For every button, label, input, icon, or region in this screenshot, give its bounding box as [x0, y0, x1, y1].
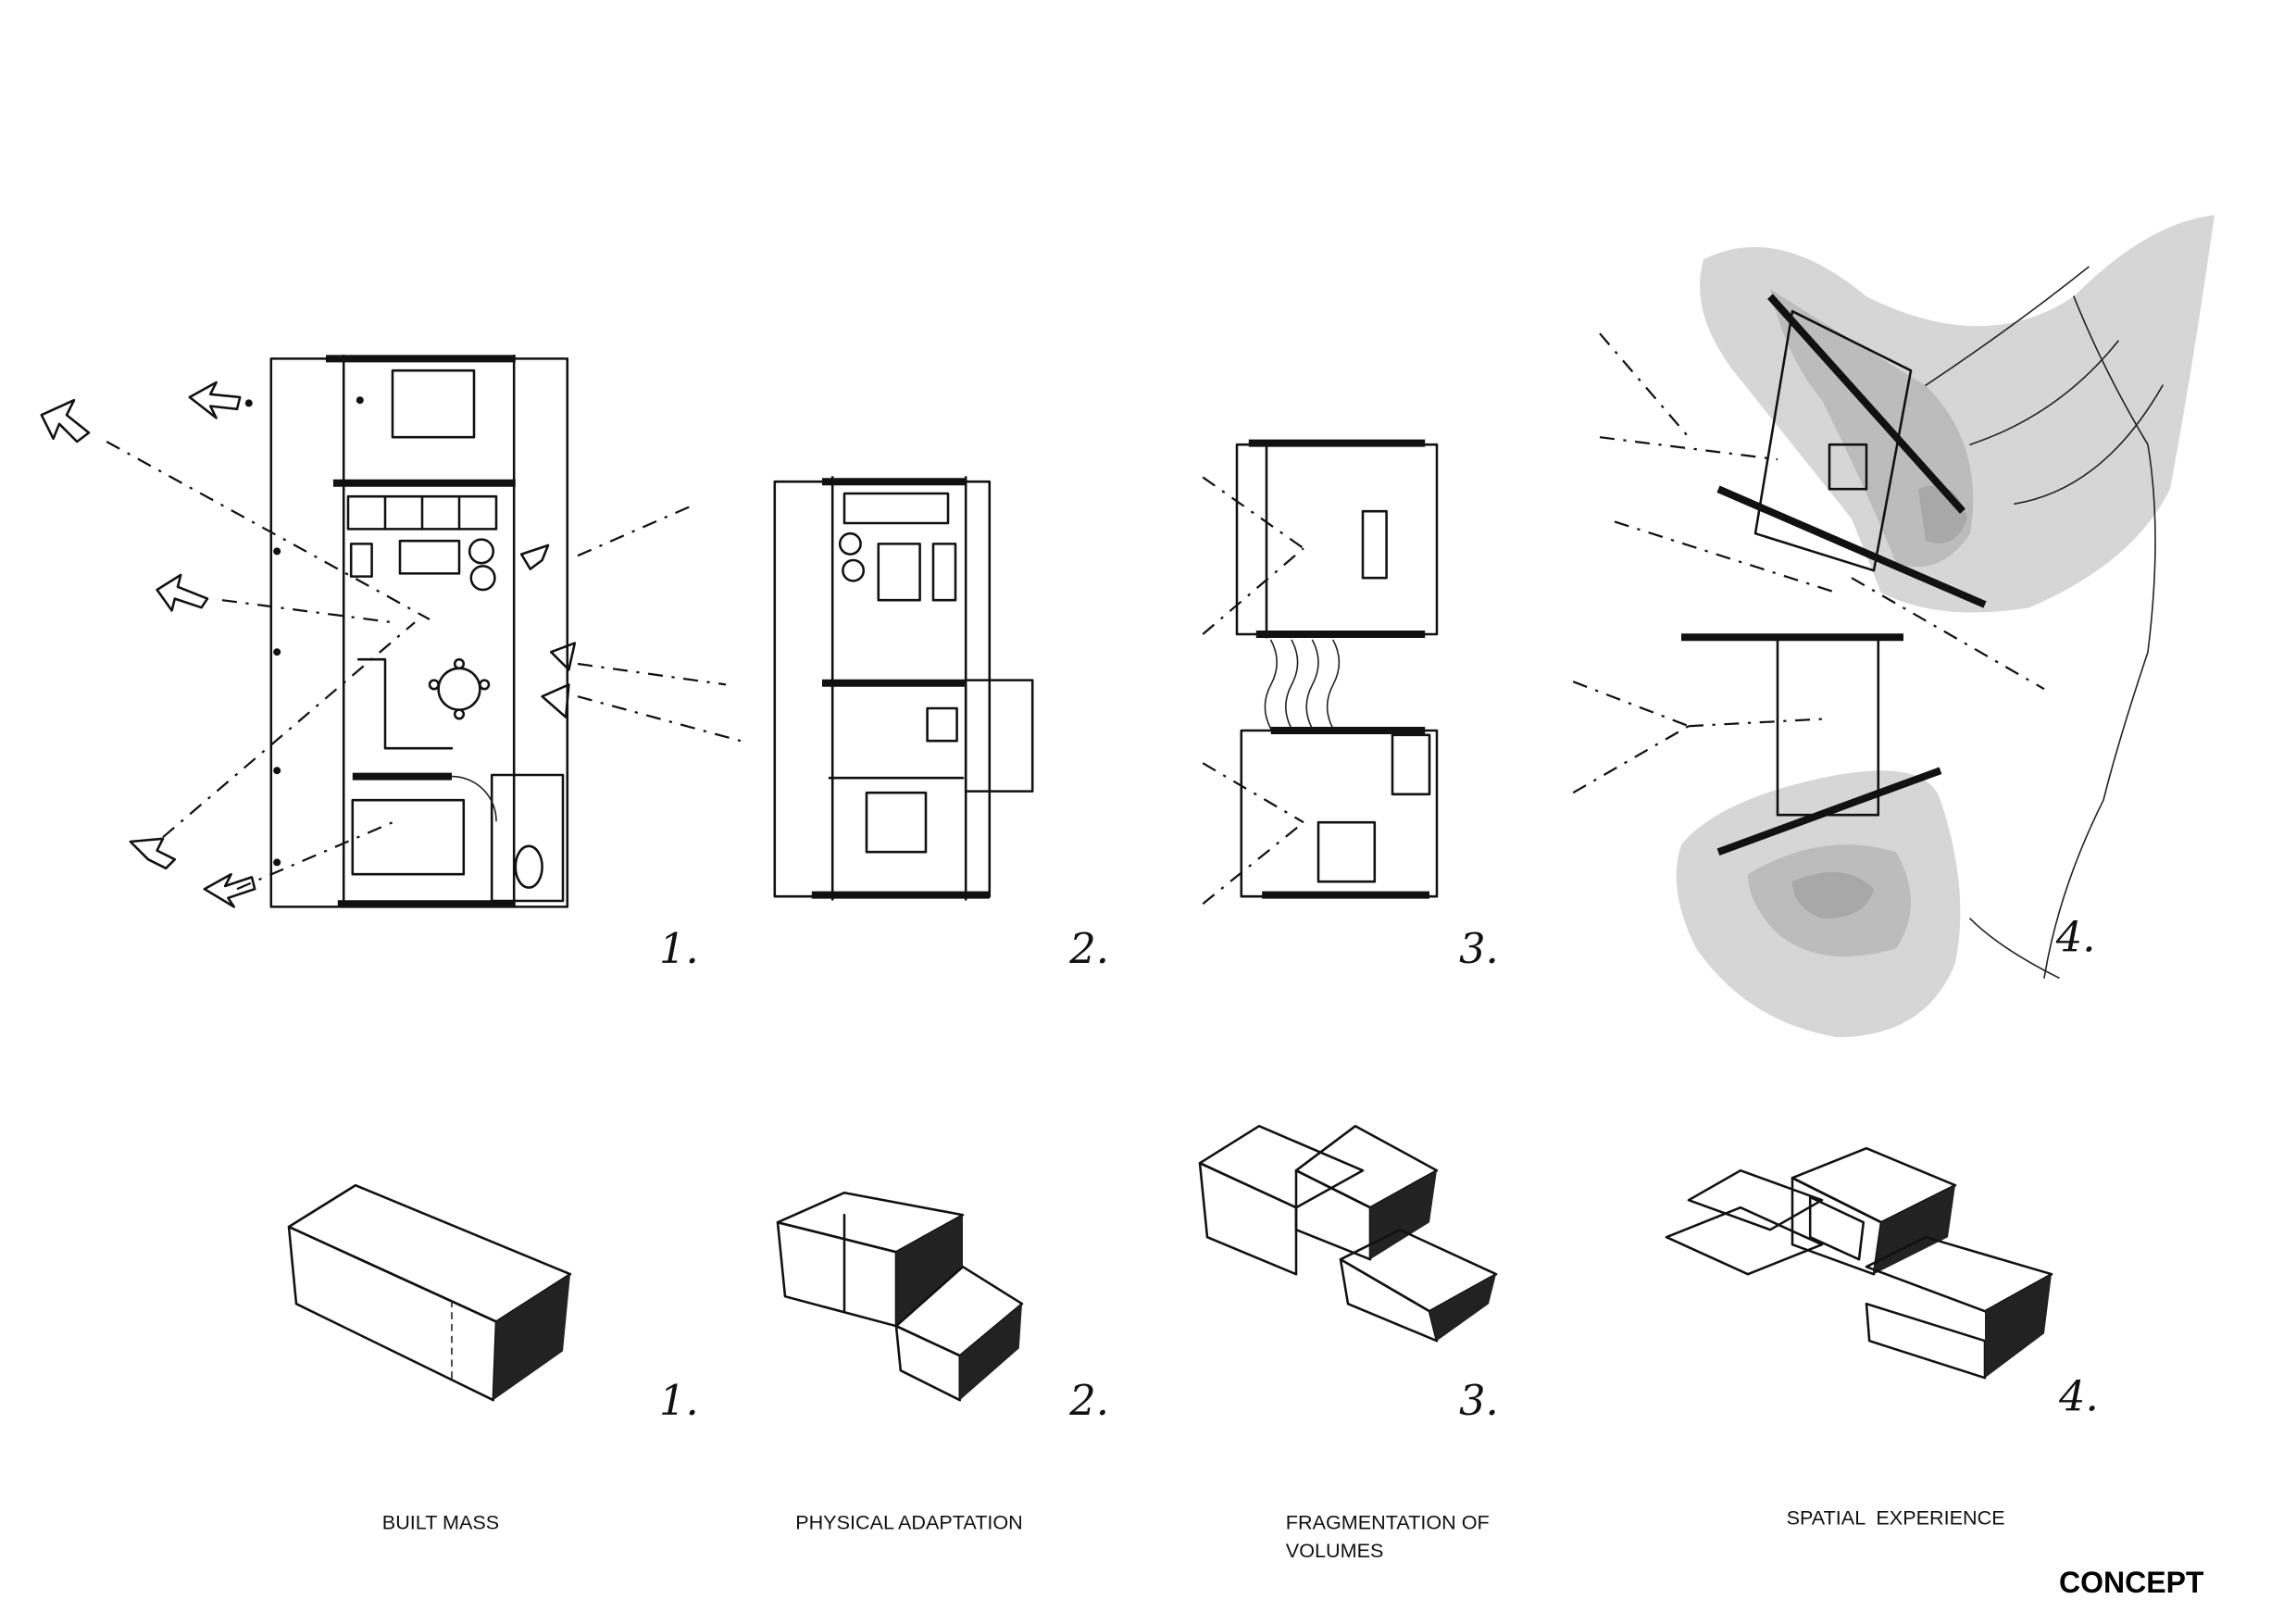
- mass-sketch-4: [1665, 1146, 2053, 1380]
- stage-label-fragmentation-line2: VOLUMES: [1286, 1539, 1384, 1562]
- stage-number-4-mass: 4.: [2058, 1371, 2099, 1420]
- stage-number-2-mass: 2.: [1068, 1376, 1109, 1425]
- mass-sketch-1: [287, 1183, 572, 1402]
- stage-label-built-mass: BUILT MASS: [382, 1510, 499, 1533]
- plan-sketch-1: [40, 354, 742, 908]
- stage-number-1-plan: 1.: [659, 924, 699, 973]
- stage-label-fragmentation-line1: FRAGMENTATION OF: [1286, 1510, 1490, 1533]
- plan-sketch-2: [773, 476, 1034, 901]
- stage-number-3-mass: 3.: [1459, 1376, 1499, 1425]
- stage-number-4-plan: 4.: [2055, 912, 2096, 961]
- mass-sketch-3: [1198, 1124, 1498, 1343]
- stage-number-2-plan: 2.: [1068, 924, 1109, 973]
- stage-number-3-plan: 3.: [1459, 924, 1499, 973]
- plan-sketch-4: [1572, 215, 2215, 1038]
- stage-number-1-mass: 1.: [659, 1376, 699, 1425]
- sheet-title: CONCEPT: [2059, 1566, 2204, 1599]
- stage-label-spatial-experience: SPATIAL EXPERIENCE: [1787, 1506, 2005, 1530]
- stage-label-physical-adaptation: PHYSICAL ADAPTATION: [795, 1510, 1023, 1533]
- plan-sketch-3: [1202, 439, 1439, 906]
- mass-sketch-2: [776, 1191, 1024, 1402]
